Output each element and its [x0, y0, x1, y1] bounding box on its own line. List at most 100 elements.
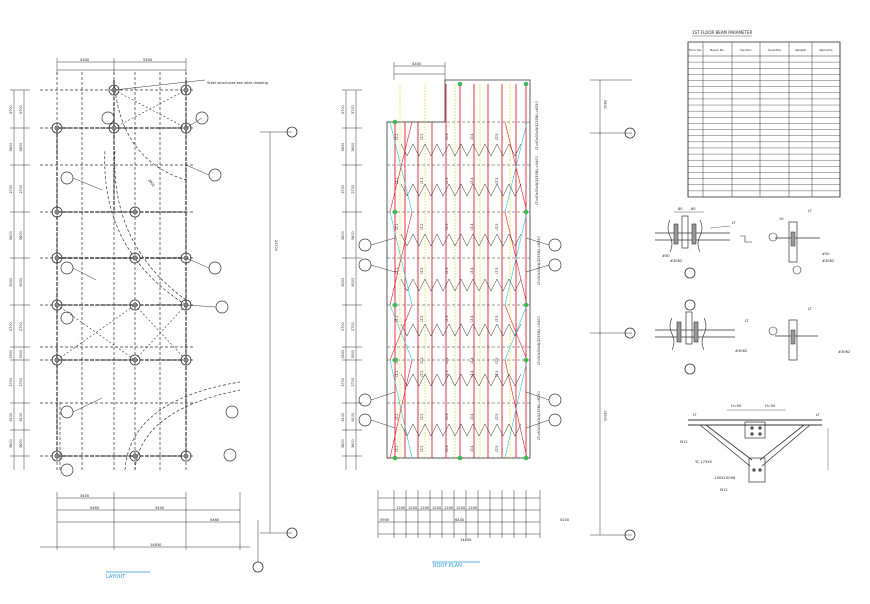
- layout-title: LAYOUT: [106, 574, 126, 580]
- roof-beam-label: LT-5: [495, 133, 499, 140]
- d4-bolt: #3062: [838, 350, 850, 354]
- roof-beam-label: LT-2: [420, 223, 424, 230]
- dim-bottom: 5460: [210, 518, 220, 522]
- roof-dim-bottom: 1200: [444, 506, 454, 510]
- roof-dim-left: 2700: [351, 322, 355, 331]
- layout-brace: [113, 89, 187, 129]
- callout-circle: [60, 311, 74, 325]
- dim-left: 6100: [19, 413, 23, 422]
- roof-truss: [400, 233, 522, 247]
- column-circle: [108, 84, 120, 96]
- roof-node: [523, 81, 529, 87]
- roof-dim-left: 5600: [351, 231, 355, 240]
- column-circle: [129, 354, 141, 366]
- layout-arc: [134, 389, 241, 471]
- column-core: [183, 357, 189, 363]
- d5-diag: [759, 424, 805, 461]
- roof-dim-bottom: 1200: [456, 506, 466, 510]
- roof-beam-label: LT-2: [420, 413, 424, 420]
- d4-lt: LT: [808, 307, 813, 311]
- callout-circle: [208, 168, 222, 182]
- column-circle: [51, 206, 63, 218]
- axis-bubble: [286, 527, 298, 539]
- dim-left: 2700: [19, 378, 23, 387]
- roof-beam-label: LT-3: [445, 223, 449, 230]
- roof-beam-label: LT-1: [395, 370, 399, 377]
- roof-truss: [400, 183, 522, 197]
- d3-bubble: [684, 363, 696, 375]
- roof-dim-left: 3600: [351, 439, 355, 448]
- roof-dim-left: 6100: [341, 413, 345, 422]
- callout-circle: [101, 111, 115, 125]
- roof-beam-label: LT-5: [495, 445, 499, 452]
- roof-beam-label: LT-3: [445, 177, 449, 184]
- roof-beam-label: LT-2: [420, 370, 424, 377]
- d5-dim-text: H=50: [765, 404, 776, 408]
- dim-left: 5600: [9, 231, 13, 240]
- roof-leader: [370, 419, 396, 429]
- dim-left: 6000: [9, 278, 13, 287]
- roof-node: [523, 455, 529, 461]
- roof-callout: [358, 413, 372, 427]
- d4-bolt: [790, 329, 796, 345]
- column-circle: [180, 252, 192, 264]
- layout-brace: [134, 304, 187, 361]
- roof-beam-label: LT-1: [395, 133, 399, 140]
- callout-circle: [225, 405, 239, 419]
- d1-weld: [697, 219, 703, 253]
- roof-beam-label: LT-2: [420, 177, 424, 184]
- roof-beam-label: LT-5: [495, 177, 499, 184]
- roof-beam-label: LT-2: [420, 267, 424, 274]
- note-leader: [113, 79, 206, 91]
- roof-leader: [370, 391, 396, 401]
- roof-beam-label: LT-1: [395, 223, 399, 230]
- roof-dim-left: 2700: [351, 378, 355, 387]
- roof-callout: [358, 238, 372, 252]
- layout-arc: [124, 381, 241, 471]
- roof-beam-label: LT-2: [420, 357, 424, 364]
- d1-lt: LT: [732, 221, 737, 225]
- roof-brace: [504, 304, 528, 361]
- callout-circle: [195, 111, 209, 125]
- roof-truss: [400, 373, 522, 387]
- roof-dim-left: 6000: [351, 278, 355, 287]
- roof-truss: [400, 278, 522, 292]
- roof-callout-text: LT=60x30x3(Q235B)L=6250: [537, 236, 541, 285]
- roof-callout-text: LT=60x30x3(Q235B)L=6250: [537, 391, 541, 440]
- dim-left: 3600: [9, 143, 13, 152]
- d5-base: [748, 457, 766, 483]
- roof-beam-label: LT-3: [445, 133, 449, 140]
- roof-brace: [504, 121, 528, 213]
- roof-node: [457, 81, 463, 87]
- roof-leader: [370, 264, 396, 273]
- d3-column: [685, 311, 693, 345]
- dim-left: 5700: [19, 105, 23, 114]
- leader: [72, 397, 103, 413]
- d2-column: [788, 221, 798, 263]
- d1-bolt: [673, 223, 679, 245]
- roof-beam-label: LT-3: [445, 267, 449, 274]
- column-core: [54, 255, 60, 261]
- column-circle: [129, 252, 141, 264]
- roof-axis-bubble: [624, 327, 636, 339]
- roof-beam-label: LT-5: [495, 413, 499, 420]
- column-circle: [180, 354, 192, 366]
- roof-dim-bottom: 6430: [455, 518, 465, 522]
- d5-diag: [761, 424, 811, 467]
- roof-beam-label: LT-5: [495, 223, 499, 230]
- leader: [185, 257, 210, 269]
- column-core: [54, 209, 60, 215]
- roof-dim-bottom: 5200: [560, 518, 570, 522]
- roof-dim-left: 3600: [341, 143, 345, 152]
- diag-dim: 2800: [147, 178, 155, 187]
- roof-dim-right: 13900: [603, 410, 607, 421]
- table-frame: [687, 41, 841, 198]
- roof-beam-label: LT-2: [420, 315, 424, 322]
- dim-left: 3600: [19, 439, 23, 448]
- d1-bolt: [691, 223, 697, 245]
- d1-cut: [740, 235, 752, 243]
- leader: [185, 304, 217, 308]
- d4-bubble: [768, 326, 778, 336]
